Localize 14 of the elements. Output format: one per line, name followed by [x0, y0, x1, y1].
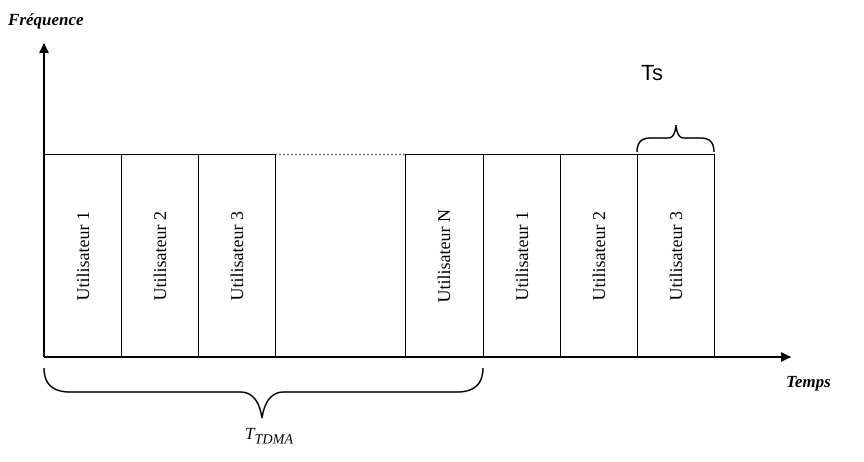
slot-label: Utilisateur 3 [666, 210, 686, 300]
duration-label: T$_{TDMA}$ [245, 424, 294, 448]
slot-label: Utilisateur 2 [150, 210, 170, 300]
slot-label: Utilisateur 3 [226, 210, 248, 300]
time-slot [637, 154, 715, 357]
time-slot [198, 154, 276, 357]
slot-label: Utilisateur 2 [588, 210, 610, 300]
axis-label: Temps [786, 372, 831, 392]
slot-label: Utilisateur 1 [72, 210, 94, 300]
duration-label: Ts [641, 60, 663, 86]
axis-label: Fréquence [8, 10, 84, 30]
time-slot [405, 154, 484, 357]
slot-label: Utilisateur N [434, 208, 455, 302]
slot-label: Utilisateur 1 [512, 210, 532, 300]
